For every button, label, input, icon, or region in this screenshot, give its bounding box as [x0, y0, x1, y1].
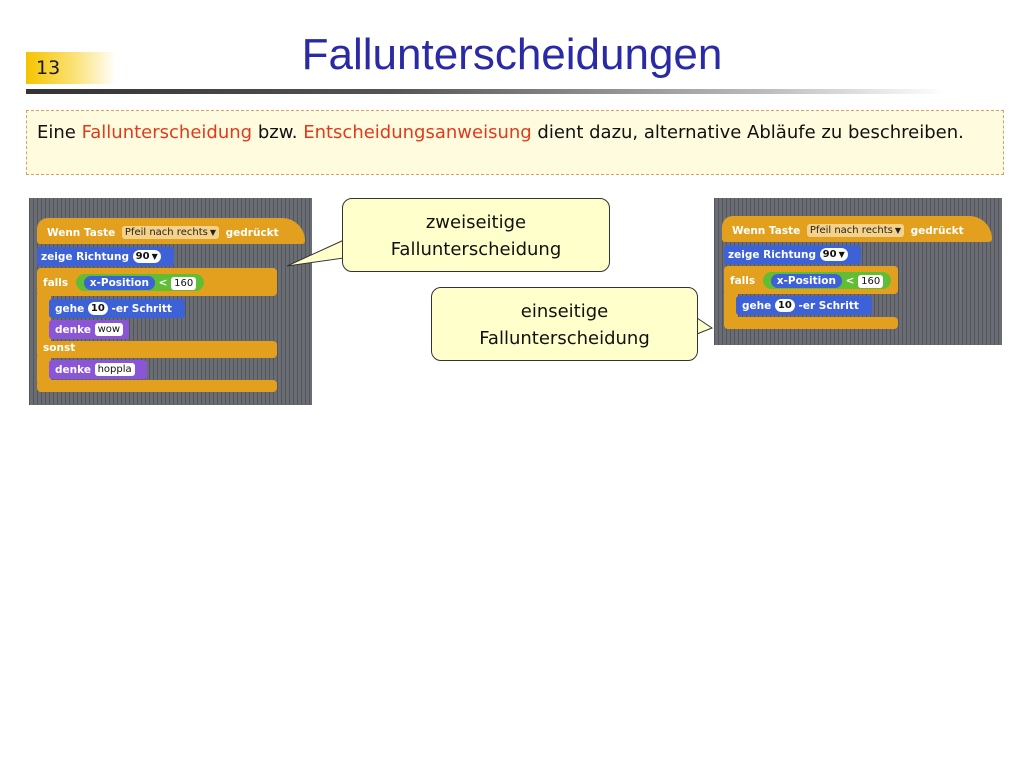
move-label: gehe	[55, 302, 85, 315]
steps-field: 10	[774, 299, 795, 312]
if-block-header: falls x-Position < 160	[724, 266, 898, 294]
think-text-field: wow	[94, 323, 124, 336]
callout-two-sided-line1: zweiseitige	[425, 212, 527, 233]
think-label: denke	[55, 323, 91, 336]
compare-value-field: 160	[858, 274, 884, 288]
point-label: zeige Richtung	[728, 248, 816, 261]
else-block-arm	[37, 356, 51, 382]
move-suffix: -er Schritt	[798, 299, 859, 312]
hat-label: Wenn Taste	[47, 226, 116, 239]
callout-one-sided: einseitige Fallunterscheidung	[431, 287, 698, 361]
compare-value-field: 160	[171, 276, 197, 290]
hat-suffix: gedrückt	[225, 226, 279, 239]
dropdown-arrow-icon: ▼	[838, 250, 845, 259]
callout-two-sided: zweiseitige Fallunterscheidung	[342, 198, 610, 272]
dropdown-arrow-icon: ▼	[151, 252, 158, 261]
steps-field: 10	[87, 302, 108, 315]
intro-text-part3: dient dazu, alternative Abläufe zu besch…	[531, 122, 964, 143]
intro-text-box: Eine Fallunterscheidung bzw. Entscheidun…	[26, 110, 1004, 175]
else-block-divider: sonst	[37, 341, 277, 358]
think2-label: denke	[55, 363, 91, 376]
callout-pointer-one-sided	[696, 317, 714, 335]
less-than-operator: x-Position < 160	[75, 274, 205, 291]
scratch-script-if-else: Wenn Taste Pfeil nach rechts▼ gedrückt z…	[29, 198, 312, 405]
operator-symbol: <	[158, 277, 168, 289]
think-block-2: denke hoppla	[49, 360, 147, 379]
key-dropdown: Pfeil nach rechts▼	[121, 226, 219, 239]
title-divider	[26, 89, 946, 94]
if-block-arm	[724, 292, 738, 320]
point-direction-block: zeige Richtung 90▼	[37, 247, 174, 266]
hat-suffix: gedrückt	[910, 224, 964, 237]
think2-text-field: hoppla	[94, 363, 135, 376]
if-block-arm	[37, 294, 51, 344]
if-block-footer	[37, 380, 277, 392]
dropdown-arrow-icon: ▼	[209, 228, 216, 237]
dropdown-arrow-icon: ▼	[894, 226, 901, 235]
operator-symbol: <	[845, 275, 855, 287]
scratch-script-if: Wenn Taste Pfeil nach rechts▼ gedrückt z…	[714, 198, 1002, 345]
x-position-reporter: x-Position	[770, 274, 842, 288]
point-direction-block: zeige Richtung 90▼	[724, 245, 861, 264]
move-suffix: -er Schritt	[111, 302, 172, 315]
move-steps-block: gehe 10 -er Schritt	[736, 296, 872, 315]
direction-field: 90▼	[819, 248, 848, 261]
direction-field: 90▼	[132, 250, 161, 263]
callout-two-sided-line2: Fallunterscheidung	[390, 239, 562, 260]
intro-text-part1: Eine	[37, 122, 82, 143]
move-label: gehe	[742, 299, 772, 312]
if-label: falls	[43, 276, 69, 289]
if-label: falls	[730, 274, 756, 287]
when-key-pressed-block: Wenn Taste Pfeil nach rechts▼ gedrückt	[722, 216, 992, 242]
slide-title: Fallunterscheidungen	[301, 30, 723, 79]
when-key-pressed-block: Wenn Taste Pfeil nach rechts▼ gedrückt	[37, 218, 305, 244]
hat-label: Wenn Taste	[732, 224, 801, 237]
think-block: denke wow	[49, 320, 129, 339]
intro-text-part2: bzw.	[252, 122, 304, 143]
else-label: sonst	[43, 342, 76, 354]
slide-number: 13	[26, 52, 116, 84]
less-than-operator: x-Position < 160	[762, 272, 892, 289]
callout-one-sided-line2: Fallunterscheidung	[479, 328, 650, 349]
callout-one-sided-line1: einseitige	[520, 301, 609, 322]
if-block-header: falls x-Position < 160	[37, 268, 277, 296]
term-entscheidungsanweisung: Entscheidungsanweisung	[303, 122, 532, 143]
move-steps-block: gehe 10 -er Schritt	[49, 299, 185, 318]
x-position-reporter: x-Position	[83, 276, 155, 290]
if-block-footer	[724, 317, 898, 329]
point-label: zeige Richtung	[41, 250, 129, 263]
key-dropdown: Pfeil nach rechts▼	[806, 224, 904, 237]
term-fallunterscheidung: Fallunterscheidung	[81, 122, 253, 143]
